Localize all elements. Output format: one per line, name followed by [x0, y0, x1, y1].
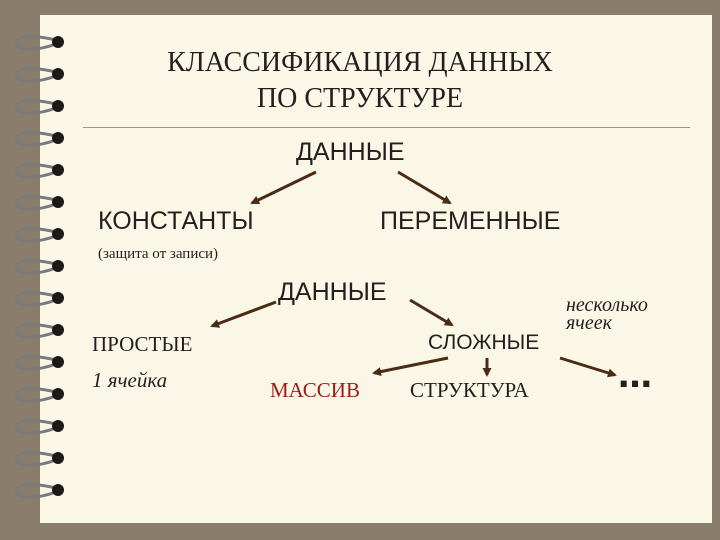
constants-note: (защита от записи) — [98, 246, 219, 262]
title-line-2: ПО СТРУКТУРЕ — [256, 83, 464, 114]
complex-note: несколько ячеек — [566, 294, 648, 334]
simple-label: ПРОСТЫЕ — [92, 332, 193, 356]
bottom-root-label: ДАННЫЕ — [278, 278, 387, 306]
complex-note-line-1: несколько — [566, 294, 648, 316]
top-root-label: ДАННЫЕ — [296, 138, 405, 166]
arrow-to-more — [559, 356, 617, 378]
simple-note: 1 ячейка — [92, 368, 168, 392]
slide-title: КЛАССИФИКАЦИЯ ДАННЫХ ПО СТРУКТУРЕ — [100, 45, 620, 117]
arrow-to-variables — [397, 170, 452, 205]
structure-label: СТРУКТУРА — [410, 378, 529, 402]
arrow-to-constants — [250, 170, 317, 205]
complex-note-line-2: ячеек — [566, 312, 612, 334]
arrow-to-array — [372, 356, 449, 377]
arrow-to-simple — [210, 300, 277, 328]
arrow-to-complex — [409, 298, 454, 327]
variables-label: ПЕРЕМЕННЫЕ — [380, 207, 561, 235]
title-line-1: КЛАССИФИКАЦИЯ ДАННЫХ — [167, 47, 553, 78]
complex-label: СЛОЖНЫЕ — [428, 331, 540, 354]
title-divider — [83, 127, 690, 128]
notebook-page — [40, 15, 712, 523]
spiral-binding — [14, 35, 64, 499]
array-label: МАССИВ — [270, 378, 360, 402]
more-ellipsis: … — [618, 356, 652, 396]
constants-label: КОНСТАНТЫ — [98, 207, 254, 235]
